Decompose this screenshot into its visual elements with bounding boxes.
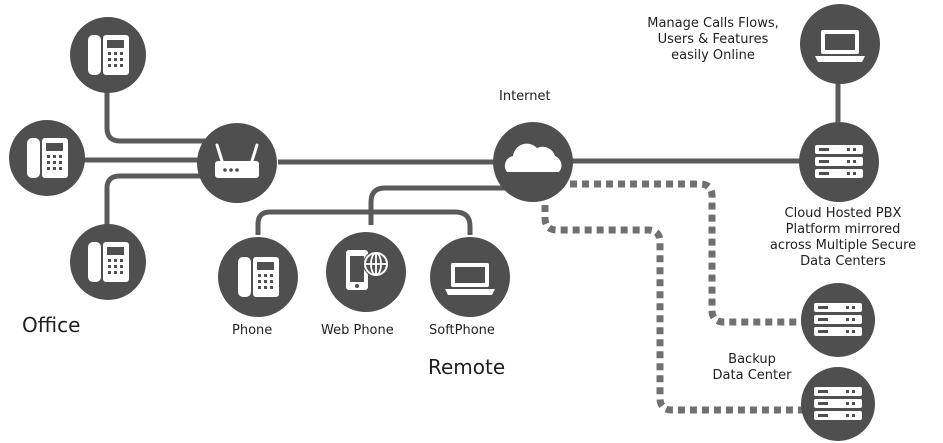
manage-laptop-node	[800, 4, 880, 84]
remote-phone-node	[218, 237, 298, 317]
connector-phone3-router	[104, 173, 205, 262]
pbx-server-node	[799, 122, 879, 202]
remote-label: Remote	[428, 355, 506, 379]
cloud-pbx-label-line-3: across Multiple Secure	[769, 238, 917, 253]
softphone-node	[430, 237, 510, 317]
connector-phone1-router	[104, 60, 205, 144]
internet-label: Internet	[499, 89, 551, 104]
router-node	[197, 123, 277, 203]
office-phone-node-2	[9, 120, 85, 196]
backup-server-node-1	[801, 283, 875, 357]
laptop-icon	[445, 263, 495, 295]
manage-label-line-3: easily Online	[671, 48, 755, 63]
web-phone-node	[326, 232, 406, 312]
manage-label-line-1: Manage Calls Flows,	[647, 16, 779, 31]
cloud-pbx-label: Cloud Hosted PBX Platform mirrored acros…	[745, 206, 941, 270]
manage-label-line-2: Users & Features	[657, 32, 769, 47]
cloud-pbx-label-line-4: Data Centers	[800, 254, 886, 269]
cloud-pbx-label-line-1: Cloud Hosted PBX	[784, 206, 902, 221]
web-phone-label: Web Phone	[321, 323, 394, 338]
cloud-pbx-label-line-2: Platform mirrored	[785, 222, 901, 237]
connector-cloud-remote	[368, 185, 505, 225]
backup-label-line-1: Backup	[728, 352, 776, 367]
connectors	[47, 60, 841, 262]
dashed-cloud-backup1	[570, 180, 808, 326]
office-phone-node-1	[70, 17, 146, 93]
laptop-icon	[815, 30, 865, 62]
manage-label: Manage Calls Flows, Users & Features eas…	[630, 16, 796, 64]
office-label: Office	[22, 313, 81, 337]
desk-phone-icon	[88, 242, 129, 282]
backup-label-line-2: Data Center	[712, 368, 792, 383]
phone-label: Phone	[232, 323, 273, 338]
internet-node	[493, 122, 573, 202]
connector-remote-phone	[255, 209, 398, 235]
desk-phone-icon	[27, 138, 68, 178]
dashed-connectors	[541, 180, 808, 414]
softphone-label: SoftPhone	[429, 323, 495, 338]
server-icon	[814, 303, 862, 336]
dashed-cloud-backup2	[541, 205, 808, 414]
server-icon	[814, 387, 862, 420]
desk-phone-icon	[88, 35, 129, 75]
backup-server-node-2	[801, 367, 875, 441]
desk-phone-icon	[238, 257, 279, 297]
backup-label: Backup Data Center	[692, 352, 812, 384]
server-icon	[815, 145, 863, 178]
office-phone-node-3	[70, 224, 146, 300]
connector-remote-softphone	[385, 209, 473, 235]
